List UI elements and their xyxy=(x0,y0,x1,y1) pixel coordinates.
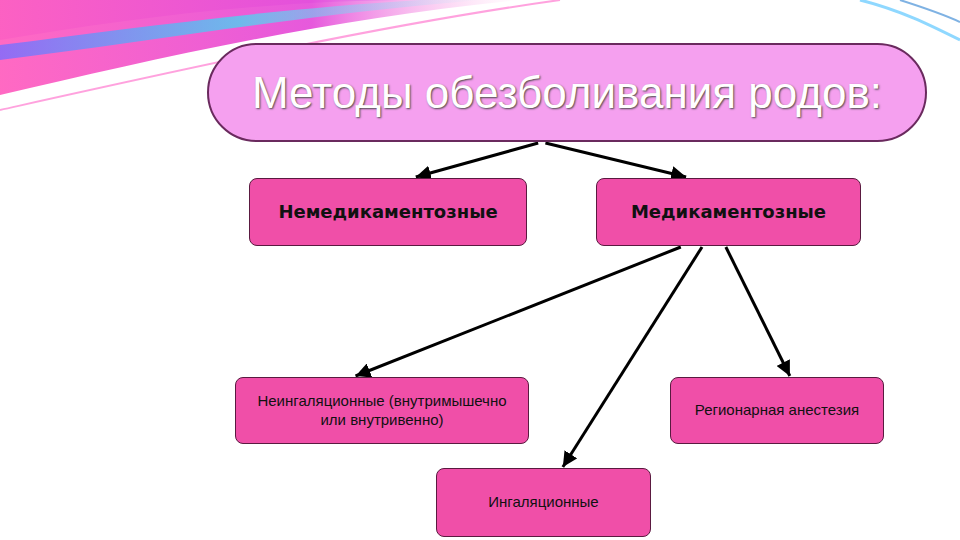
title-pill: Методы обезболивания родов: xyxy=(207,43,927,142)
method-box: Неингаляционные (внутримышечно или внутр… xyxy=(235,377,529,444)
arrow-connector xyxy=(416,143,538,177)
method-box: Регионарная анестезия xyxy=(670,377,884,444)
swoosh-line xyxy=(860,0,960,40)
node-text: Неингаляционные (внутримышечно или внутр… xyxy=(244,392,520,430)
node-text: Регионарная анестезия xyxy=(695,401,859,420)
swoosh-line xyxy=(900,0,960,22)
method-box: Ингаляционные xyxy=(436,468,651,537)
category-box: Медикаментозные xyxy=(596,178,861,246)
arrow-connector xyxy=(545,143,686,177)
node-text: Ингаляционные xyxy=(488,493,598,512)
category-box: Немедикаментозные xyxy=(249,178,527,246)
node-text: Немедикаментозные xyxy=(278,201,497,224)
node-text: Медикаментозные xyxy=(631,201,826,224)
arrow-connector xyxy=(726,247,790,376)
node-text: Методы обезболивания родов: xyxy=(252,65,882,120)
